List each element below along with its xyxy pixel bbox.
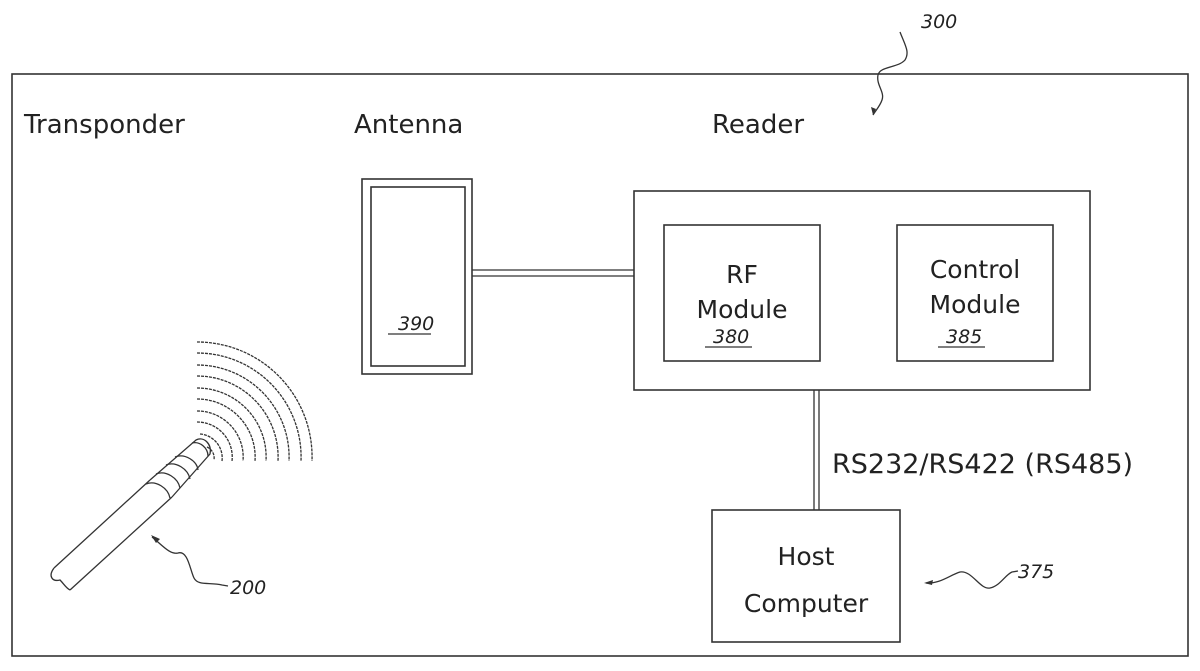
control-module-ref: 385 [946, 326, 982, 348]
control-module-block: Control Module 385 [897, 225, 1053, 361]
transponder-coil-1 [146, 483, 170, 498]
reader-heading: Reader [712, 110, 804, 140]
antenna-block: 390 [362, 179, 472, 374]
rf-module-block: RF Module 380 [664, 225, 820, 361]
transponder-body-bottom-edge [70, 497, 172, 590]
ref-375: 375 [1018, 561, 1054, 583]
ref-375-arrow-icon [924, 580, 933, 585]
host-computer-label-line2: Computer [744, 589, 869, 618]
transponder-heading: Transponder [23, 110, 185, 140]
ref-200-arrow-icon [151, 535, 160, 543]
transponder-coil-3 [166, 464, 190, 479]
host-computer-label-line1: Host [778, 542, 835, 571]
ref-375-leader [926, 571, 1018, 588]
antenna-heading: Antenna [354, 110, 463, 140]
ref-300: 300 [921, 11, 957, 33]
radio-waves-icon [197, 342, 312, 461]
transponder-body-top-edge [54, 480, 150, 568]
transponder-cut-end [51, 568, 70, 590]
control-module-label-line2: Module [930, 290, 1021, 319]
host-computer-box [712, 510, 900, 642]
serial-link-label: RS232/RS422 (RS485) [832, 449, 1133, 480]
transponder-capsule [150, 439, 210, 497]
rf-module-label-line2: Module [697, 295, 788, 324]
host-computer-block: Host Computer [712, 510, 900, 642]
control-module-label-line1: Control [930, 255, 1020, 284]
ref-200-leader [152, 537, 228, 586]
transponder-tip [192, 443, 208, 456]
antenna-inner-box [371, 187, 465, 366]
rf-module-label-line1: RF [726, 260, 758, 289]
rf-module-ref: 380 [713, 326, 749, 348]
reader-block [634, 191, 1090, 390]
transponder-coil-4 [175, 456, 198, 470]
transponder-coil-2 [156, 473, 180, 488]
antenna-outer-box [362, 179, 472, 374]
system-frame [12, 74, 1188, 656]
ref-200: 200 [230, 577, 266, 599]
antenna-ref: 390 [398, 313, 434, 335]
